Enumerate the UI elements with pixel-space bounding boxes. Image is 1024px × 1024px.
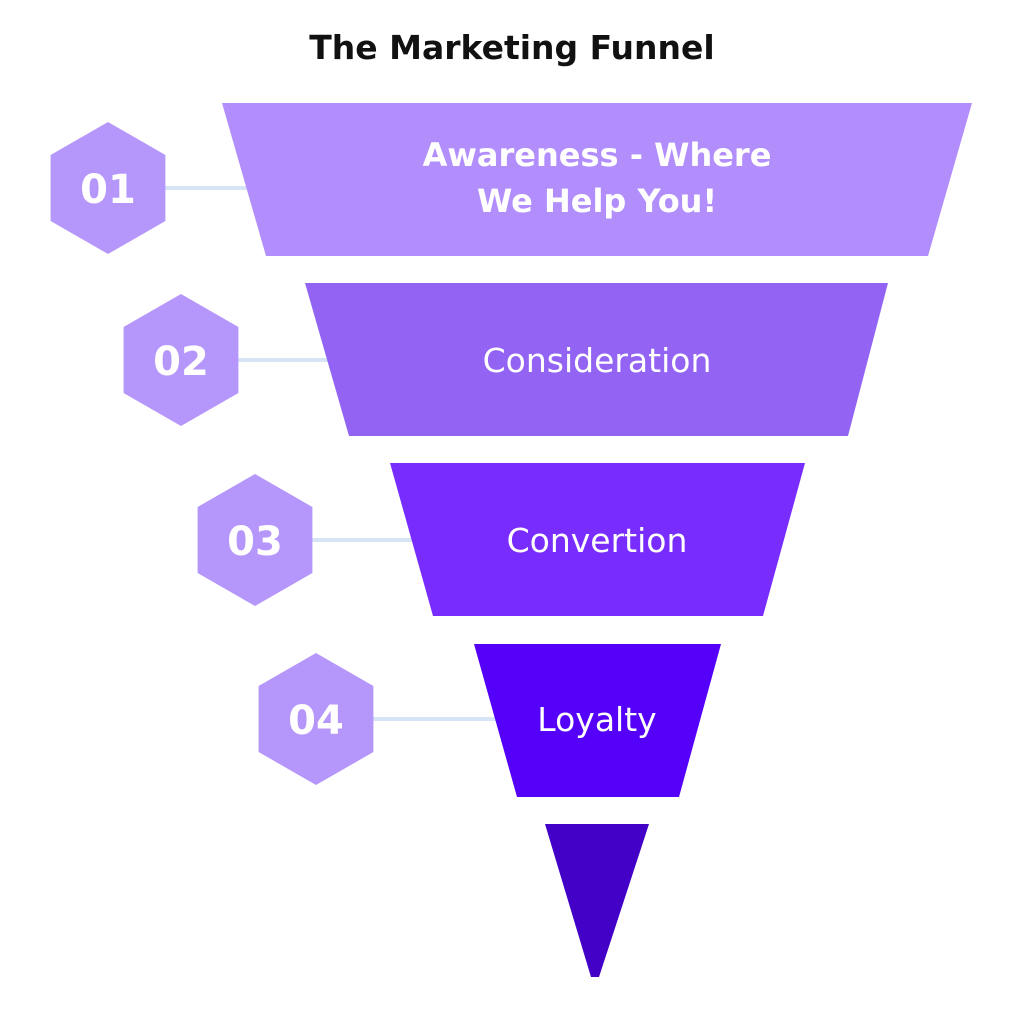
hexagon-badge-03 (197, 474, 313, 606)
stage-label-loyalty: Loyalty (537, 700, 656, 739)
stage-label-awareness-line-1: Awareness - Where (423, 136, 772, 174)
page-title: The Marketing Funnel (309, 28, 715, 67)
step-number-02: 02 (153, 339, 209, 385)
stage-label-awareness-line-2: We Help You! (477, 182, 717, 220)
stage-label-convertion: Convertion (507, 521, 688, 560)
hexagon-badge-01 (50, 122, 166, 254)
step-number-01: 01 (80, 167, 136, 213)
step-number-03: 03 (227, 519, 283, 565)
funnel-stage-loyalty (474, 644, 721, 797)
funnel-stage-consideration (305, 283, 888, 436)
hexagon-badge-02 (123, 294, 239, 426)
funnel-tip (545, 824, 649, 977)
hexagon-badge-04 (258, 653, 374, 785)
funnel-stage-awareness (222, 103, 972, 256)
funnel-stage-convertion (390, 463, 805, 616)
stage-label-consideration: Consideration (483, 341, 712, 380)
step-number-04: 04 (288, 698, 344, 744)
